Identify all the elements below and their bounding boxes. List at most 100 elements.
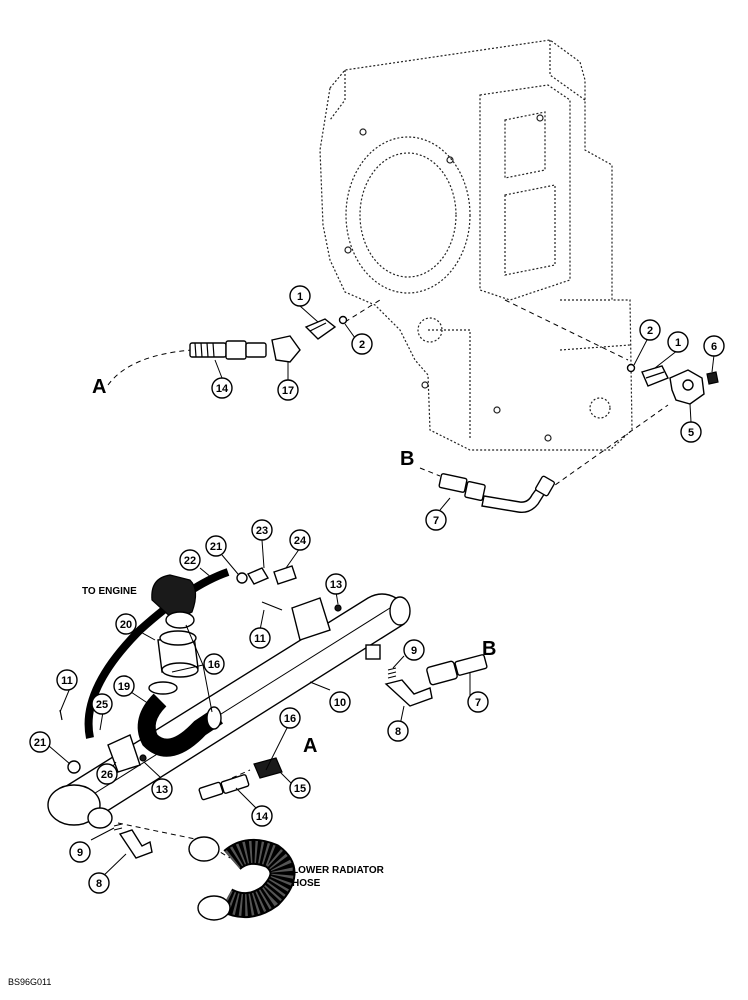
callout-8-left: 8	[88, 872, 110, 894]
svg-text:1: 1	[297, 291, 303, 303]
connection-label-a-bottom: A	[303, 735, 317, 757]
callout-19: 19	[113, 675, 135, 697]
mount-tab	[365, 644, 381, 660]
callout-9-left: 9	[69, 841, 91, 863]
elbow-fitting-17	[271, 335, 301, 363]
callout-24: 24	[289, 529, 311, 551]
svg-text:21: 21	[210, 541, 222, 553]
callout-1-right: 1	[667, 331, 689, 353]
elbow-to-engine	[151, 574, 197, 629]
callout-7-top: 7	[425, 509, 447, 531]
svg-text:10: 10	[334, 697, 346, 709]
fitting-1-left	[304, 318, 337, 340]
fitting-24	[273, 565, 297, 585]
svg-text:17: 17	[282, 385, 294, 397]
callout-11-left: 11	[56, 669, 78, 691]
callout-14-top: 14	[211, 377, 233, 399]
svg-text:22: 22	[184, 555, 196, 567]
o-ring-2-left	[338, 315, 348, 325]
nut-13-top	[334, 604, 342, 612]
callout-21-top: 21	[205, 535, 227, 557]
spring-9-left	[113, 823, 123, 831]
svg-text:9: 9	[411, 645, 417, 657]
fitting-14-lower	[198, 774, 250, 801]
callout-22: 22	[179, 549, 201, 571]
svg-text:1: 1	[675, 337, 681, 349]
connection-label-b-right: B	[482, 638, 496, 660]
svg-text:16: 16	[208, 659, 220, 671]
callout-7-bottom: 7	[467, 691, 489, 713]
svg-text:23: 23	[256, 525, 268, 537]
svg-text:13: 13	[156, 784, 168, 796]
fitting-23	[246, 567, 270, 585]
svg-text:21: 21	[34, 737, 46, 749]
plug-6	[706, 371, 719, 385]
guide-lines	[107, 299, 669, 859]
svg-text:25: 25	[96, 699, 108, 711]
callout-14-bottom: 14	[251, 805, 273, 827]
svg-text:6: 6	[711, 341, 717, 353]
fitting-15	[253, 757, 283, 779]
callout-8-right: 8	[387, 720, 409, 742]
tee-fitting-5	[669, 369, 705, 405]
callout-11-top: 11	[249, 627, 271, 649]
to-engine-label: TO ENGINE	[82, 586, 137, 597]
svg-text:8: 8	[395, 726, 401, 738]
svg-text:19: 19	[118, 681, 130, 693]
elbow-8-right	[384, 679, 433, 707]
clamp-16-upper	[148, 681, 178, 695]
elbow-8-left	[118, 829, 153, 859]
lower-radiator-hose-label: LOWER RADIATOR	[292, 865, 385, 876]
svg-text:14: 14	[216, 383, 229, 395]
nut-13-bottom	[139, 754, 147, 762]
svg-text:5: 5	[688, 427, 694, 439]
cap-21-top	[236, 572, 248, 584]
hose-22	[84, 568, 230, 739]
spring-9-right	[387, 667, 397, 679]
hose-7-upper	[438, 473, 556, 514]
callout-15: 15	[289, 777, 311, 799]
callout-2-left: 2	[351, 333, 373, 355]
svg-text:7: 7	[433, 515, 439, 527]
callout-5: 5	[680, 421, 702, 443]
hose-19	[137, 693, 223, 757]
leader-lines	[48, 305, 715, 881]
bolt-11-top	[261, 601, 283, 611]
o-ring-2-right	[626, 363, 636, 373]
tube-10	[47, 593, 411, 829]
svg-text:11: 11	[254, 633, 266, 645]
clamp-16	[206, 706, 222, 730]
callout-13-top: 13	[325, 573, 347, 595]
callout-25: 25	[91, 693, 113, 715]
connection-label-b-top: B	[400, 448, 414, 470]
hose-14-upper	[189, 340, 267, 360]
svg-text:24: 24	[294, 535, 307, 547]
connection-label-a-left: A	[92, 376, 106, 398]
svg-text:16: 16	[284, 713, 296, 725]
svg-text:20: 20	[120, 619, 132, 631]
fitting-1-right	[641, 365, 669, 387]
svg-text:13: 13	[330, 579, 342, 591]
lower-radiator-hose	[188, 836, 296, 921]
callout-6: 6	[703, 335, 725, 357]
svg-text:2: 2	[647, 325, 653, 337]
transmission-housing	[319, 39, 633, 451]
callout-10: 10	[329, 691, 351, 713]
lower-radiator-hose-label-line2: HOSE	[292, 878, 321, 889]
svg-text:2: 2	[359, 339, 365, 351]
svg-text:26: 26	[101, 769, 113, 781]
callout-16-top: 16	[203, 653, 225, 675]
figure-code: BS96G011	[8, 977, 51, 987]
callout-16-mid: 16	[279, 707, 301, 729]
callout-26: 26	[96, 763, 118, 785]
svg-text:7: 7	[475, 697, 481, 709]
callout-23: 23	[251, 519, 273, 541]
hose-7-lower	[426, 654, 488, 686]
svg-text:8: 8	[96, 878, 102, 890]
callout-17: 17	[277, 379, 299, 401]
svg-text:9: 9	[77, 847, 83, 859]
callout-2-right: 2	[639, 319, 661, 341]
cap-21	[67, 760, 81, 774]
bracket-top	[291, 597, 331, 641]
